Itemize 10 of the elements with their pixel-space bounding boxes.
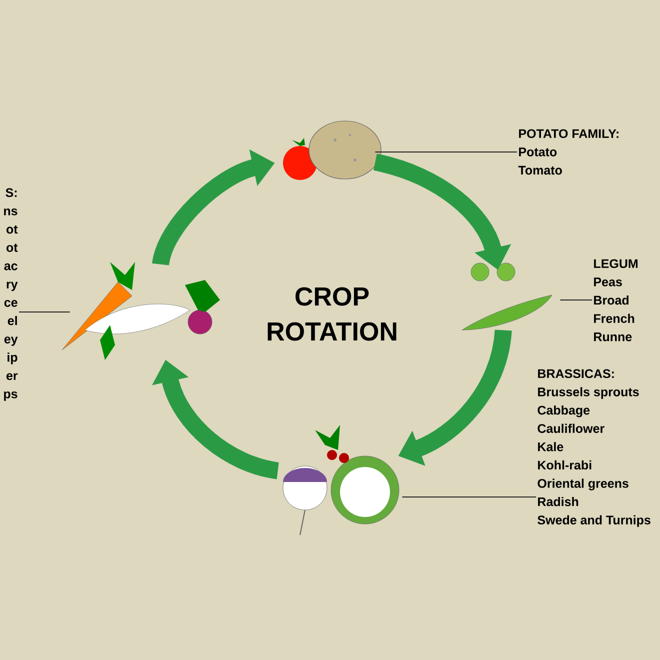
potato-tomato-drawing — [283, 120, 382, 180]
pea-pod-drawing — [462, 262, 552, 330]
vegetable-list: BRASSICAS: Brussels sprouts Cabbage Cauliflower Kale Kohl-rabi Oriental greens Radish Swede and Turnips — [538, 369, 650, 527]
leader-line — [402, 496, 536, 498]
vegetable-list: LEGUM Peas Broad French Runne — [594, 259, 638, 342]
root-vegetables-drawing — [62, 262, 220, 360]
title: CROP ROTATION — [268, 287, 396, 341]
brassicas-drawing — [282, 425, 400, 536]
vegetable-list: S: ns ot ot ac ry ce el ey ip er ps — [4, 188, 18, 401]
vegetable-list: POTATO FAMILY: Potato Tomato — [518, 129, 618, 175]
